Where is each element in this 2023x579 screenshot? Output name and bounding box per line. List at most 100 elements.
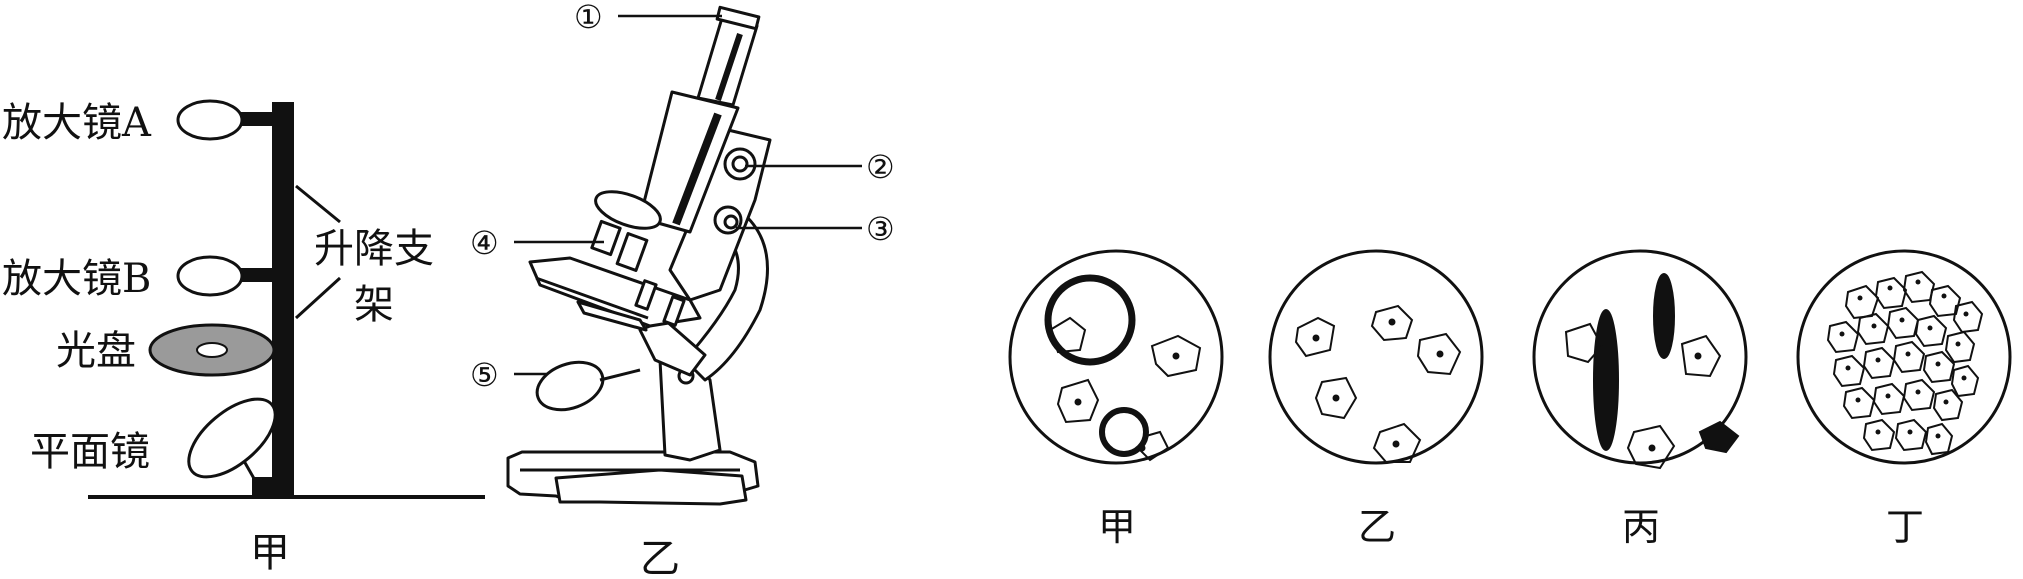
view-bing-field [1532,249,1748,465]
coarse-focus-knob-inner [731,155,749,173]
view-jia-nucleus [1074,398,1082,406]
lift-stand-pole [272,102,294,497]
view-ding-cell [1862,346,1896,380]
base-foot [554,468,748,506]
microscope-stage [528,256,702,328]
stage-clip-2 [662,295,686,327]
magnifier-a [176,99,244,141]
view-ding-nucleus [1963,311,1969,317]
view-yi-cell [1314,376,1358,420]
stage-clip-1 [634,279,658,311]
microscope-arm [683,188,769,382]
view-ding-cell [1902,378,1936,412]
view-ding-nucleus [1871,323,1877,329]
view-ding-nucleus [1915,279,1921,285]
microscope-callouts: ① ② ③ ④ ⑤ [470,0,895,394]
view-jia-cell [1150,334,1202,378]
view-ding-nucleus [1885,393,1891,399]
stage-plate [576,300,648,332]
lift-stand-leader-1 [295,184,341,224]
disc-hole [196,342,228,358]
view-ding-cell [1826,320,1860,354]
objective-lens-2 [615,232,649,272]
flat-mirror [187,397,277,479]
view-ding-cell [1894,418,1928,452]
view-ding-cell [1886,306,1920,340]
view-ding-nucleus [1907,429,1913,435]
view-ding-nucleus [1887,285,1893,291]
callout-2: ② [866,148,895,186]
eyepiece-shade [715,33,743,101]
view-ding-nucleus [1875,429,1881,435]
view-caption-yi: 乙 [1358,505,1396,549]
lift-stand-label-2: 架 [354,282,394,328]
view-ding-cell [1856,312,1890,346]
view-jia-bubble-large [1044,274,1136,366]
view-ding-nucleus [1905,351,1911,357]
view-ding-nucleus [1935,361,1941,367]
view-ding-nuclei [1839,279,1969,439]
magnifier-b-arm [240,268,274,282]
view-ding-cell [1932,388,1964,422]
view-ding-cell [1950,364,1980,398]
callout-3: ③ [866,210,895,248]
view-jia-cell [1048,316,1087,354]
view-yi-nucleus [1392,440,1400,448]
view-bing-cell [1564,322,1604,364]
view-ding-nucleus [1943,399,1949,405]
diagram-a-caption: 甲 [250,530,290,576]
view-ding-cell [1862,418,1896,452]
magnifier-a-label: 放大镜A [2,100,152,146]
view-ding-cell [1832,354,1866,388]
view-caption-jia: 甲 [1098,505,1136,549]
callout-4: ④ [470,224,499,262]
view-ding-cell [1872,382,1906,416]
stage-support [638,318,707,377]
magnifier-a-arm [240,112,274,126]
view-ding-nucleus [1857,295,1863,301]
fine-focus-knob-inner [723,214,739,230]
view-bing-cell [1680,334,1722,378]
reflector-mirror [535,360,605,412]
view-ding-cell [1874,276,1908,310]
view-ding-cell [1924,422,1954,456]
view-caption-ding: 丁 [1886,505,1924,549]
stage-edge [535,276,649,320]
nosepiece [594,190,662,230]
view-jia-nucleus [1172,352,1180,360]
view-bing-dark-cell [1593,309,1619,451]
view-ding-field [1796,249,2012,465]
view-ding-cells [1826,270,1984,456]
lift-stand-label-1: 升降支 [314,226,434,272]
view-yi-cell [1370,304,1414,342]
flat-mirror-label: 平面镜 [30,429,150,475]
view-yi-cell [1372,422,1422,463]
view-yi-nucleus [1312,334,1320,342]
lift-stand-leader-2 [294,276,342,320]
callout-1: ① [574,0,603,36]
view-ding-nucleus [1839,331,1845,337]
view-yi-nucleus [1332,394,1340,402]
view-circles [1008,249,2012,470]
view-ding-cell [1914,314,1948,348]
magnifier-b-label: 放大镜B [2,256,151,302]
view-ding-nucleus [1899,317,1905,323]
view-jia-field [1008,249,1224,465]
view-ding-cell [1944,330,1976,364]
view-ding-cell [1842,386,1876,420]
objective-lens-1 [590,219,622,257]
view-jia-bubble-small [1099,407,1149,457]
view-ding-nucleus [1855,397,1861,403]
view-yi-nucleus [1436,350,1444,358]
mirror-holder [599,368,641,382]
view-bing-dark-blob [1698,420,1740,454]
view-bing-nucleus [1694,352,1702,360]
view-yi-nucleus [1388,318,1396,326]
view-yi-cell [1416,332,1462,376]
view-ding-cell [1952,300,1984,334]
callout-5: ⑤ [470,356,499,394]
view-ding-nucleus [1955,341,1961,347]
view-ding-nucleus [1961,375,1967,381]
